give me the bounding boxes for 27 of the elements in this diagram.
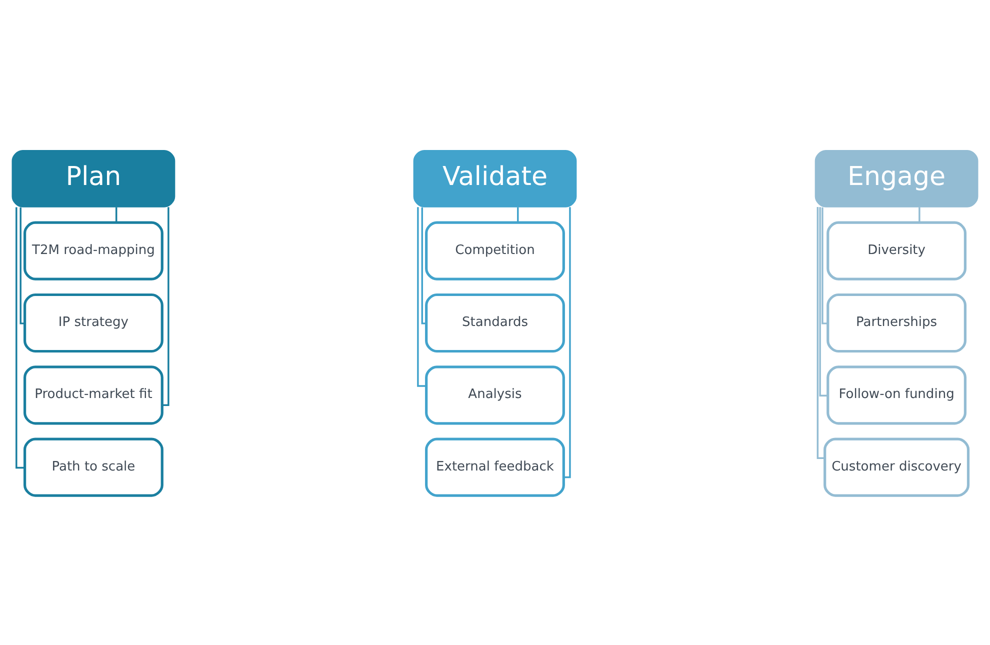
- node-box: Path to scale: [24, 437, 164, 496]
- node-box: Diversity: [826, 220, 966, 280]
- connector: [517, 206, 519, 222]
- connector: [918, 206, 920, 222]
- node-box: Partnerships: [826, 292, 966, 352]
- connector: [417, 206, 426, 386]
- connector: [816, 206, 825, 459]
- connector: [16, 206, 25, 468]
- node-box: Plan: [12, 150, 176, 207]
- connector: [564, 206, 571, 478]
- node-box: Customer discovery: [824, 437, 970, 496]
- node-box: IP strategy: [24, 292, 164, 352]
- connector: [162, 206, 170, 406]
- connector: [20, 206, 24, 324]
- node-box: Validate: [413, 150, 577, 207]
- node-box: Analysis: [425, 365, 565, 424]
- node-box: Follow-on funding: [826, 365, 966, 424]
- node-box: T2M road-mapping: [24, 220, 164, 280]
- connector: [115, 206, 118, 222]
- node-box: Standards: [425, 292, 565, 352]
- node-box: Engage: [814, 150, 978, 207]
- node-box: External feedback: [425, 437, 565, 496]
- connector: [819, 206, 828, 396]
- connector: [822, 206, 828, 324]
- node-box: Product-market fit: [24, 365, 164, 424]
- node-box: Competition: [425, 220, 565, 280]
- connector: [421, 206, 426, 324]
